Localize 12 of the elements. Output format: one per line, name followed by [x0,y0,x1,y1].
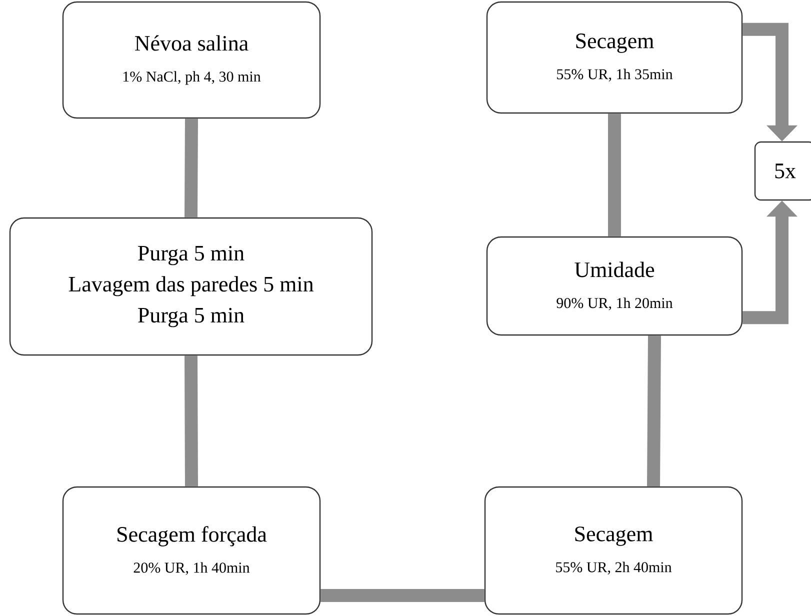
connector-bar [608,114,621,236]
process-box: Secagem 55% UR, 2h 40min [484,486,743,615]
connector-bar [647,336,661,486]
process-box: 5x [754,141,811,201]
connector-bar [184,356,198,486]
connector-bar [320,589,484,602]
process-box: Névoa salina 1% NaCl, ph 4, 30 min [62,1,321,119]
process-box: Purga 5 min Lavagem das paredes 5 min Purga 5 min [9,217,373,356]
process-box: Secagem 55% UR, 1h 35min [486,1,743,114]
connector-bar [184,118,198,218]
process-box: Secagem forçada 20% UR, 1h 40min [62,486,321,615]
process-box: Umidade 90% UR, 1h 20min [486,236,743,336]
